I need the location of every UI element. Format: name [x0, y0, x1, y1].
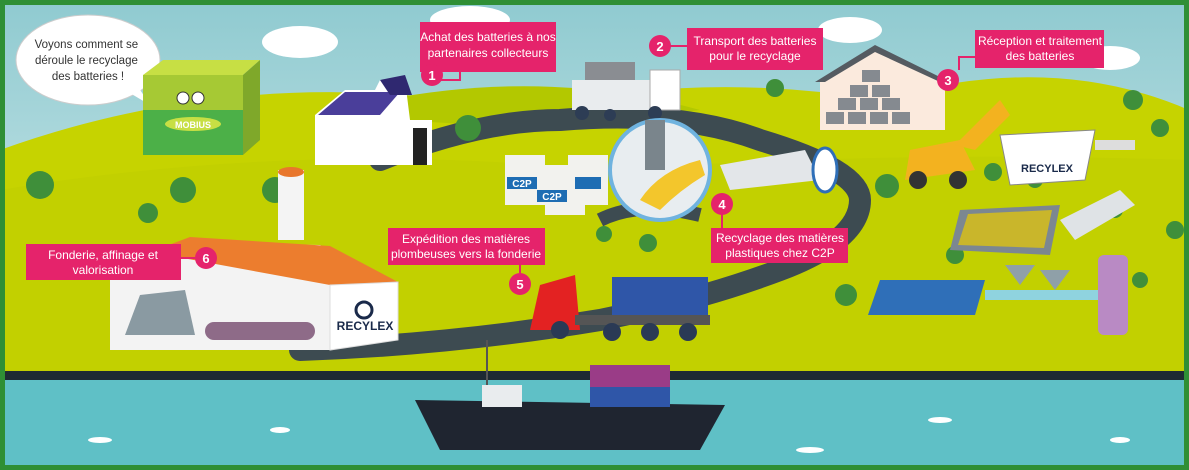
mascot-name: MOBIUS [175, 120, 211, 130]
svg-text:C2P: C2P [512, 179, 532, 190]
step-number: 1 [428, 68, 435, 83]
foundry: RECYLEX [110, 167, 400, 351]
recylex-logo-foundry: RECYLEX [337, 319, 394, 333]
processing-equipment [868, 190, 1135, 335]
speech-bubble: Voyons comment se déroule le recyclage d… [15, 14, 161, 106]
step-number: 3 [944, 73, 951, 88]
svg-text:C2P: C2P [542, 192, 562, 203]
foundry-truck [530, 275, 710, 341]
step-number: 4 [718, 197, 726, 212]
mobius-mascot: MOBIUS [143, 60, 260, 155]
speech-bubble-text: Voyons comment se déroule le recyclage d… [35, 39, 142, 83]
c2p-plant: C2P C2P [505, 118, 839, 222]
cargo-ship [415, 340, 725, 450]
collector-warehouse [315, 75, 432, 165]
loader-and-crusher: RECYLEX [905, 100, 1135, 189]
step-number: 2 [656, 39, 663, 54]
reception-warehouse [815, 45, 950, 130]
recylex-logo-bin: RECYLEX [1021, 163, 1074, 175]
step-number: 6 [202, 251, 209, 266]
transport-truck [572, 62, 681, 121]
step-number: 5 [516, 277, 523, 292]
